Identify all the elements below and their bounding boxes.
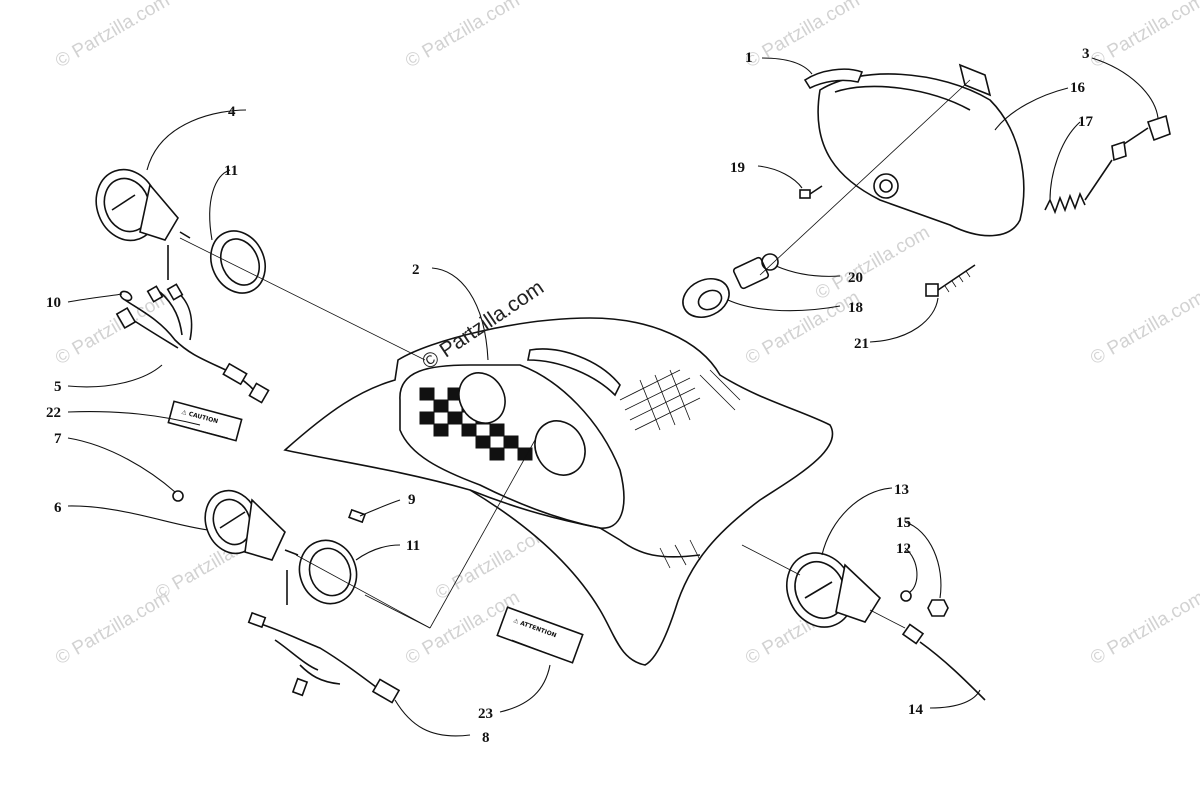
callout-9: 9 [408,492,416,508]
watermark: © Partzilla.com [742,287,863,369]
watermark: © Partzilla.com [1087,287,1200,369]
bulb-part-9 [348,508,366,524]
callout-10: 10 [46,295,61,311]
screw-part-7 [172,490,184,502]
watermark: © Partzilla.com [1087,0,1200,72]
retainer-ring-part-18 [682,277,730,319]
callout-5: 5 [54,379,62,395]
gauge-part-13 [786,552,882,628]
leader-lines [67,57,1159,737]
watermark: © Partzilla.com [742,0,863,72]
gauge-part-4 [95,168,191,242]
caution-decal-part-22: ⚠ CAUTION [167,400,243,442]
callout-8: 8 [482,730,490,746]
bezel-ring-part-11 [210,230,266,294]
callout-1: 1 [745,50,753,66]
callout-20: 20 [848,270,863,286]
callout-23: 23 [478,706,493,722]
callout-7: 7 [54,431,62,447]
callout-2: 2 [412,262,420,278]
washer-part-12 [900,590,912,602]
callout-15: 15 [896,515,911,531]
callout-labels: 1 2 3 4 5 6 7 8 9 10 11 11 12 13 14 15 1… [46,46,1094,746]
callout-19: 19 [730,160,745,176]
callout-11: 11 [224,163,238,179]
callout-18: 18 [848,300,863,316]
callout-3: 3 [1082,46,1090,62]
harness-part-8 [247,570,401,704]
attention-decal-part-23: ⚠ ATTENTION [496,606,584,664]
hatch-detail [619,369,741,569]
callout-14: 14 [908,702,924,718]
bolt-part-21 [925,264,976,297]
screw-part-19 [799,185,823,199]
callout-4: 4 [228,104,236,120]
watermark: © Partzilla.com [812,222,933,304]
headlight-housing [817,63,1025,237]
bulb-part-20 [732,253,779,290]
dash-housing [283,317,834,666]
callout-12: 12 [896,541,911,557]
spring-part-17 [1044,159,1113,215]
callout-17: 17 [1078,114,1094,130]
bracket-part-3 [1111,114,1171,162]
callout-6: 6 [54,500,62,516]
callout-11-lower: 11 [406,538,420,554]
watermark: © Partzilla.com [52,0,173,72]
callout-13: 13 [894,482,909,498]
terminal-part-10 [119,290,133,302]
gauge-part-6 [204,489,299,561]
nut-part-15 [927,599,949,617]
cable-part-14 [901,623,986,701]
watermark: © Partzilla.com [1087,587,1200,669]
callout-21: 21 [854,336,869,352]
harness-part-5 [115,245,270,404]
watermark: © Partzilla.com [402,0,523,72]
callout-16: 16 [1070,80,1086,96]
watermark: © Partzilla.com [52,587,173,669]
callout-22: 22 [46,405,61,421]
clip-part-1 [803,68,864,90]
